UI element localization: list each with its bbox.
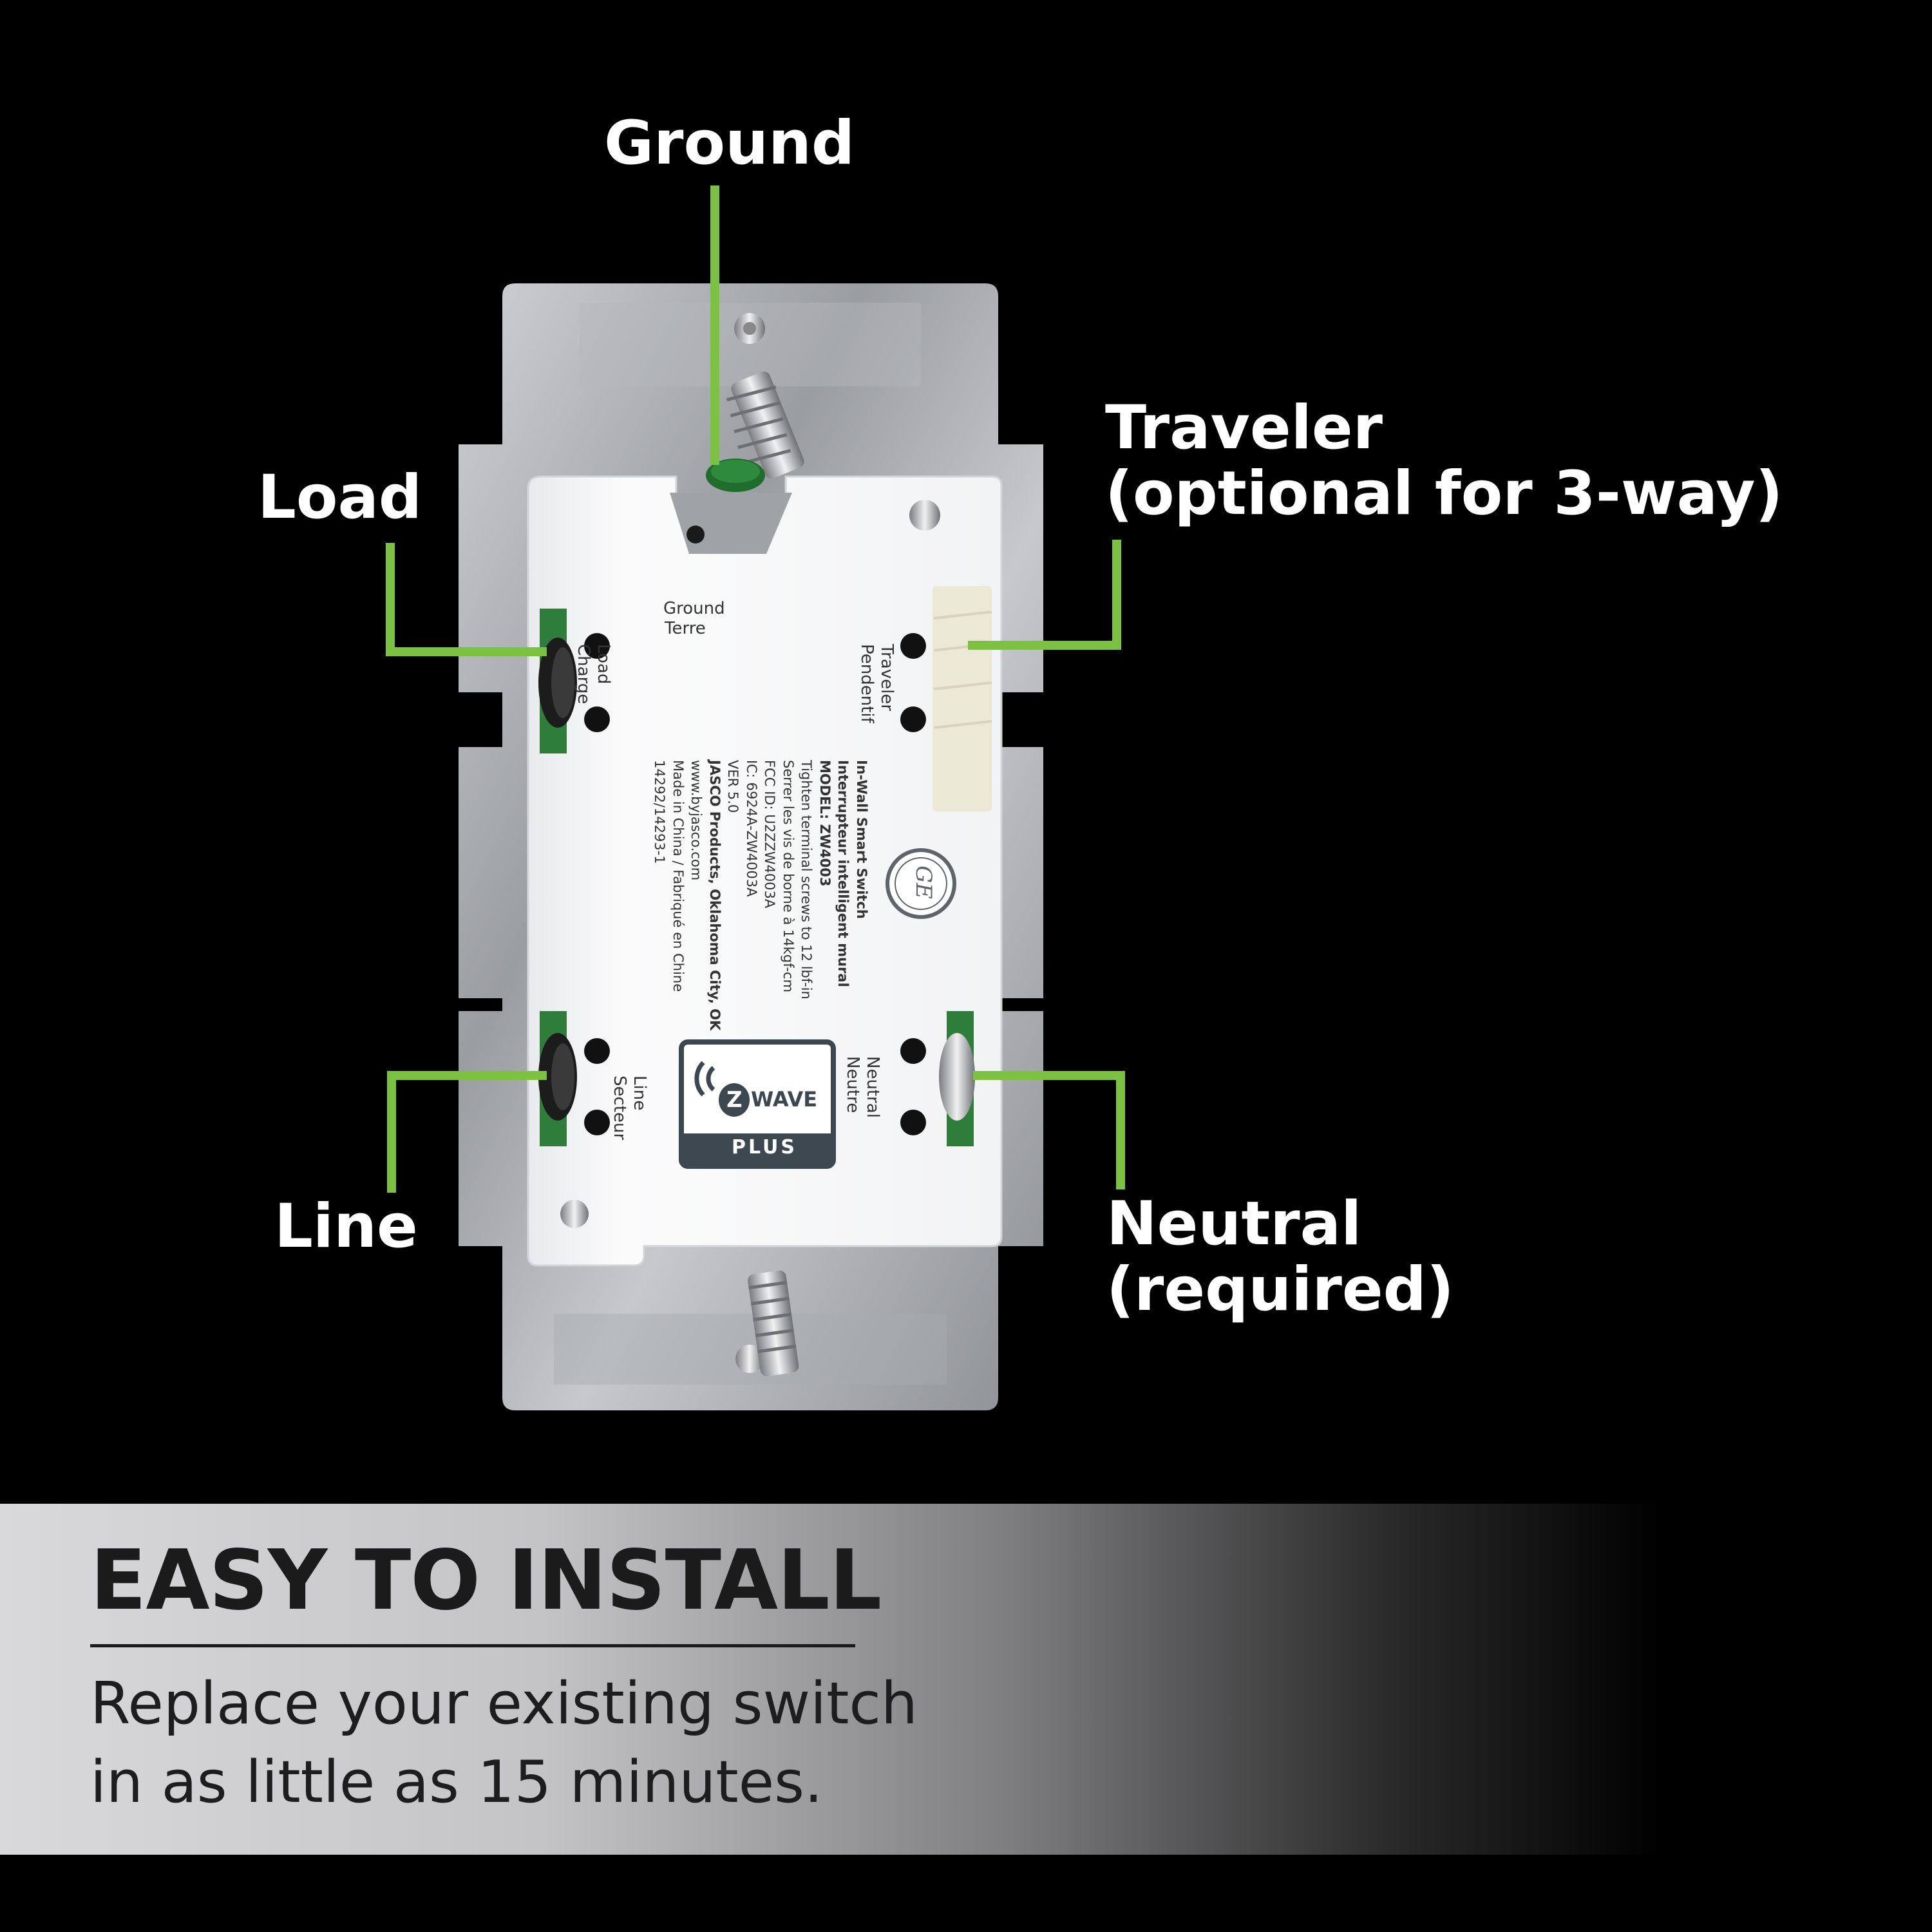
device-label-neutral: Neutral Neutre <box>842 1056 882 1118</box>
zwave-word: WAVE <box>751 1087 818 1112</box>
traveler-callout-line <box>968 540 1121 650</box>
ground-en-text: Ground <box>663 599 725 618</box>
spec-torque-en: Tighten terminal screws to 12 lbf-in <box>799 760 815 999</box>
traveler-title: Traveler <box>1105 393 1383 463</box>
line-fr-text: Secteur <box>609 1075 629 1141</box>
neutral-label: Neutral (required) <box>1106 1191 1454 1322</box>
version: VER 5.0 <box>725 760 741 813</box>
push-in-holes <box>584 633 926 1135</box>
ge-logo-text: GE <box>910 866 936 899</box>
model-number: MODEL: ZW4003 <box>817 760 833 887</box>
manufacturer: JASCO Products, Oklahoma City, OK <box>706 760 723 1031</box>
switch-body <box>527 475 1003 1267</box>
neutral-title: Neutral <box>1106 1189 1362 1259</box>
traveler-label: Traveler (optional for 3-way) <box>1105 395 1783 526</box>
zwave-plus-logo <box>679 1039 836 1169</box>
traveler-note: (optional for 3-way) <box>1105 458 1783 529</box>
line-label: Line <box>274 1191 418 1262</box>
zwave-z-letter: Z <box>726 1087 743 1113</box>
neutral-terminal-screw <box>939 1011 975 1146</box>
device-label-ground: Ground Terre <box>663 599 725 639</box>
device-label-traveler: Traveler Pendentif <box>857 644 896 723</box>
bottom-mounting-screw <box>735 1270 799 1377</box>
traveler-en-text: Traveler <box>877 644 896 711</box>
device-spec-block: In-Wall Smart Switch Interrupteur intell… <box>650 760 871 1031</box>
load-fr-text: Charge <box>573 644 593 705</box>
neutral-callout-line <box>973 1071 1125 1189</box>
banner-divider <box>90 1644 855 1647</box>
traveler-fr-text: Pendentif <box>857 644 876 723</box>
banner-subtitle-line-2: in as little as 15 minutes. <box>90 1748 823 1817</box>
traveler-terminal-tape <box>933 586 992 811</box>
ground-fr-text: Terre <box>665 619 706 639</box>
ic-id: IC: 6924A-ZW4003A <box>743 760 759 897</box>
promo-banner <box>0 1504 1932 1855</box>
neutral-note: (required) <box>1106 1254 1454 1325</box>
load-label: Load <box>258 462 422 533</box>
line-callout-line <box>387 1071 547 1193</box>
bottom-ground-screw <box>560 1200 589 1228</box>
ground-screw <box>706 459 765 492</box>
load-callout-line <box>386 543 547 656</box>
device-label-load: Load Charge <box>573 644 613 704</box>
origin: Made in China / Fabriqué en Chine <box>670 760 686 992</box>
load-en-text: Load <box>594 644 613 685</box>
load-terminal-screw <box>538 609 577 753</box>
product-name-fr: Interrupteur intelligent mural <box>835 760 851 987</box>
neutral-en-text: Neutral <box>863 1056 882 1118</box>
fcc-id: FCC ID: U2ZZW4003A <box>762 760 778 909</box>
traveler-top-screw <box>909 500 940 531</box>
part-number: 14292/14293-1 <box>651 760 667 864</box>
device-label-line: Line Secteur <box>609 1075 649 1140</box>
zwave-badge-text: Z <box>726 1087 743 1113</box>
line-en-text: Line <box>630 1075 649 1111</box>
top-mounting-screw <box>726 313 804 479</box>
neutral-fr-text: Neutre <box>842 1056 862 1113</box>
website: www.byjasco.com <box>688 760 705 881</box>
ground-label: Ground <box>604 108 855 178</box>
banner-subtitle-line-1: Replace your existing switch <box>90 1670 918 1738</box>
banner-subtitle: Replace your existing switch in as littl… <box>90 1665 927 1823</box>
zwave-plus-text: PLUS <box>732 1136 798 1159</box>
banner-title: EASY TO INSTALL <box>90 1533 882 1629</box>
ge-logo <box>886 848 956 919</box>
spec-torque-fr: Serrer les vis de borne à 14kgf-cm <box>780 760 796 993</box>
callout-lines <box>386 185 1125 1193</box>
product-name-en: In-Wall Smart Switch <box>854 760 869 919</box>
